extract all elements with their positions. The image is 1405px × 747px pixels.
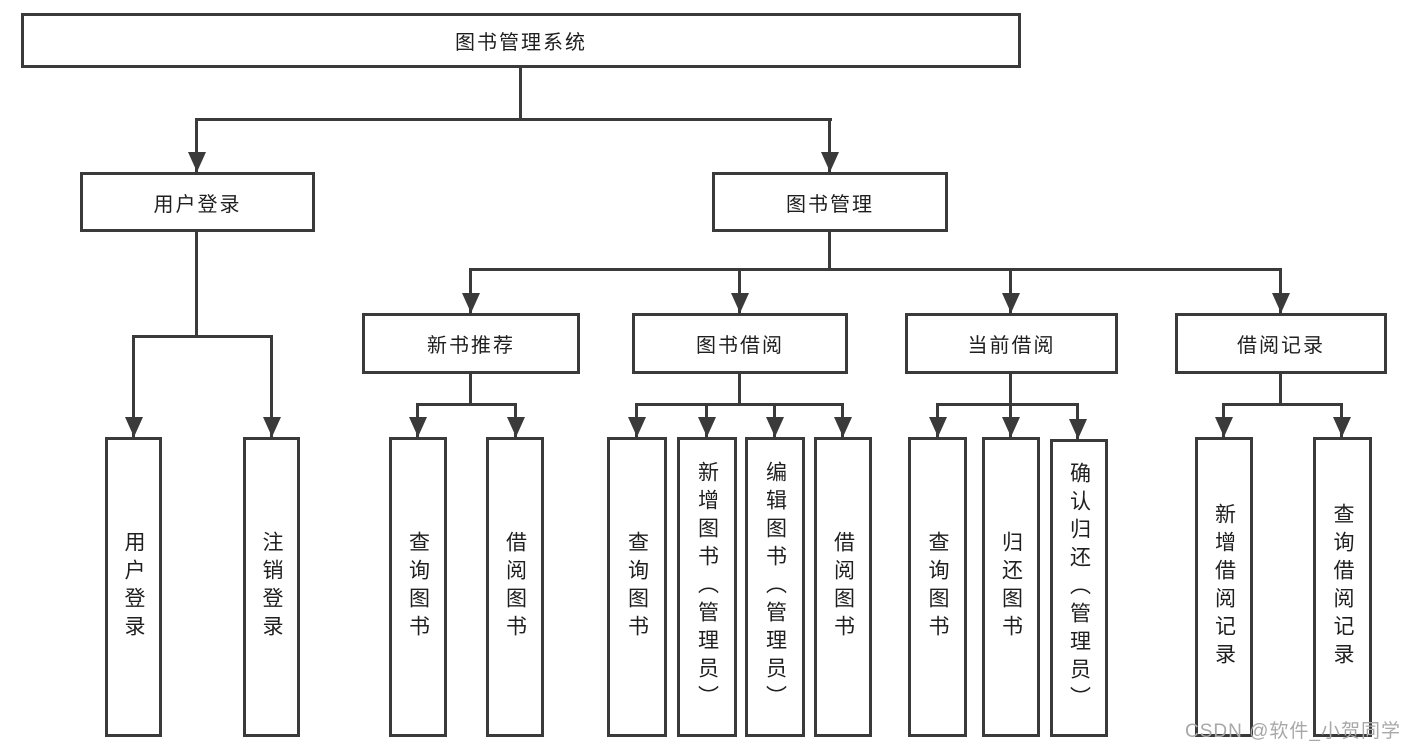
arrow-down-icon bbox=[1009, 268, 1012, 313]
arrow-down-icon bbox=[514, 403, 517, 437]
connector-line bbox=[1009, 374, 1012, 405]
connector-line bbox=[519, 68, 522, 120]
connector-line bbox=[635, 403, 844, 406]
leaf-borrow-books-recommend: 借阅图书 bbox=[486, 437, 544, 737]
arrow-down-icon bbox=[270, 335, 273, 437]
arrow-down-icon bbox=[936, 403, 939, 437]
leaf-edit-book-admin: 编辑图书（管理员） bbox=[745, 437, 805, 737]
connector-line bbox=[738, 374, 741, 405]
connector-line bbox=[132, 335, 273, 338]
node-book-borrow: 图书借阅 bbox=[632, 313, 848, 374]
arrow-down-icon bbox=[841, 403, 844, 437]
leaf-confirm-return-admin: 确认归还（管理员） bbox=[1050, 439, 1108, 737]
leaf-add-borrow-record: 新增借阅记录 bbox=[1195, 437, 1253, 737]
leaf-return-book: 归还图书 bbox=[982, 437, 1040, 737]
node-root: 图书管理系统 bbox=[21, 13, 1021, 68]
arrow-down-icon bbox=[705, 403, 708, 437]
arrow-down-icon bbox=[1009, 403, 1012, 437]
leaf-add-book-admin: 新增图书（管理员） bbox=[677, 437, 737, 737]
connector-line bbox=[469, 268, 1282, 271]
arrow-down-icon bbox=[1222, 403, 1225, 437]
leaf-logout: 注销登录 bbox=[243, 437, 300, 737]
connector-line bbox=[1279, 374, 1282, 405]
node-user-login: 用户登录 bbox=[80, 172, 315, 232]
node-book-management: 图书管理 bbox=[712, 172, 948, 232]
node-new-book-recommend: 新书推荐 bbox=[362, 313, 580, 374]
leaf-borrow-books: 借阅图书 bbox=[814, 437, 872, 737]
connector-line bbox=[469, 374, 472, 405]
arrow-down-icon bbox=[1279, 268, 1282, 313]
leaf-query-books-recommend: 查询图书 bbox=[389, 437, 447, 737]
arrow-down-icon bbox=[1340, 403, 1343, 437]
arrow-down-icon bbox=[132, 335, 135, 437]
arrow-down-icon bbox=[828, 118, 831, 172]
arrow-down-icon bbox=[1076, 403, 1079, 439]
connector-line bbox=[936, 403, 1079, 406]
arrow-down-icon bbox=[416, 403, 419, 437]
arrow-down-icon bbox=[635, 403, 638, 437]
leaf-query-borrow-record: 查询借阅记录 bbox=[1313, 437, 1372, 737]
connector-line bbox=[828, 232, 831, 270]
connector-line bbox=[195, 232, 198, 337]
connector-line bbox=[416, 403, 517, 406]
leaf-user-login: 用户登录 bbox=[105, 437, 162, 737]
arrow-down-icon bbox=[195, 118, 198, 172]
arrow-down-icon bbox=[773, 403, 776, 437]
connector-line bbox=[195, 118, 832, 121]
node-current-borrow: 当前借阅 bbox=[905, 313, 1118, 374]
arrow-down-icon bbox=[469, 268, 472, 313]
arrow-down-icon bbox=[738, 268, 741, 313]
leaf-query-books-current: 查询图书 bbox=[908, 437, 967, 737]
leaf-query-books-borrow: 查询图书 bbox=[607, 437, 667, 737]
connector-line bbox=[1222, 403, 1343, 406]
watermark: CSDN @软件_小贺同学 bbox=[1185, 721, 1401, 742]
node-borrow-records: 借阅记录 bbox=[1175, 313, 1387, 374]
